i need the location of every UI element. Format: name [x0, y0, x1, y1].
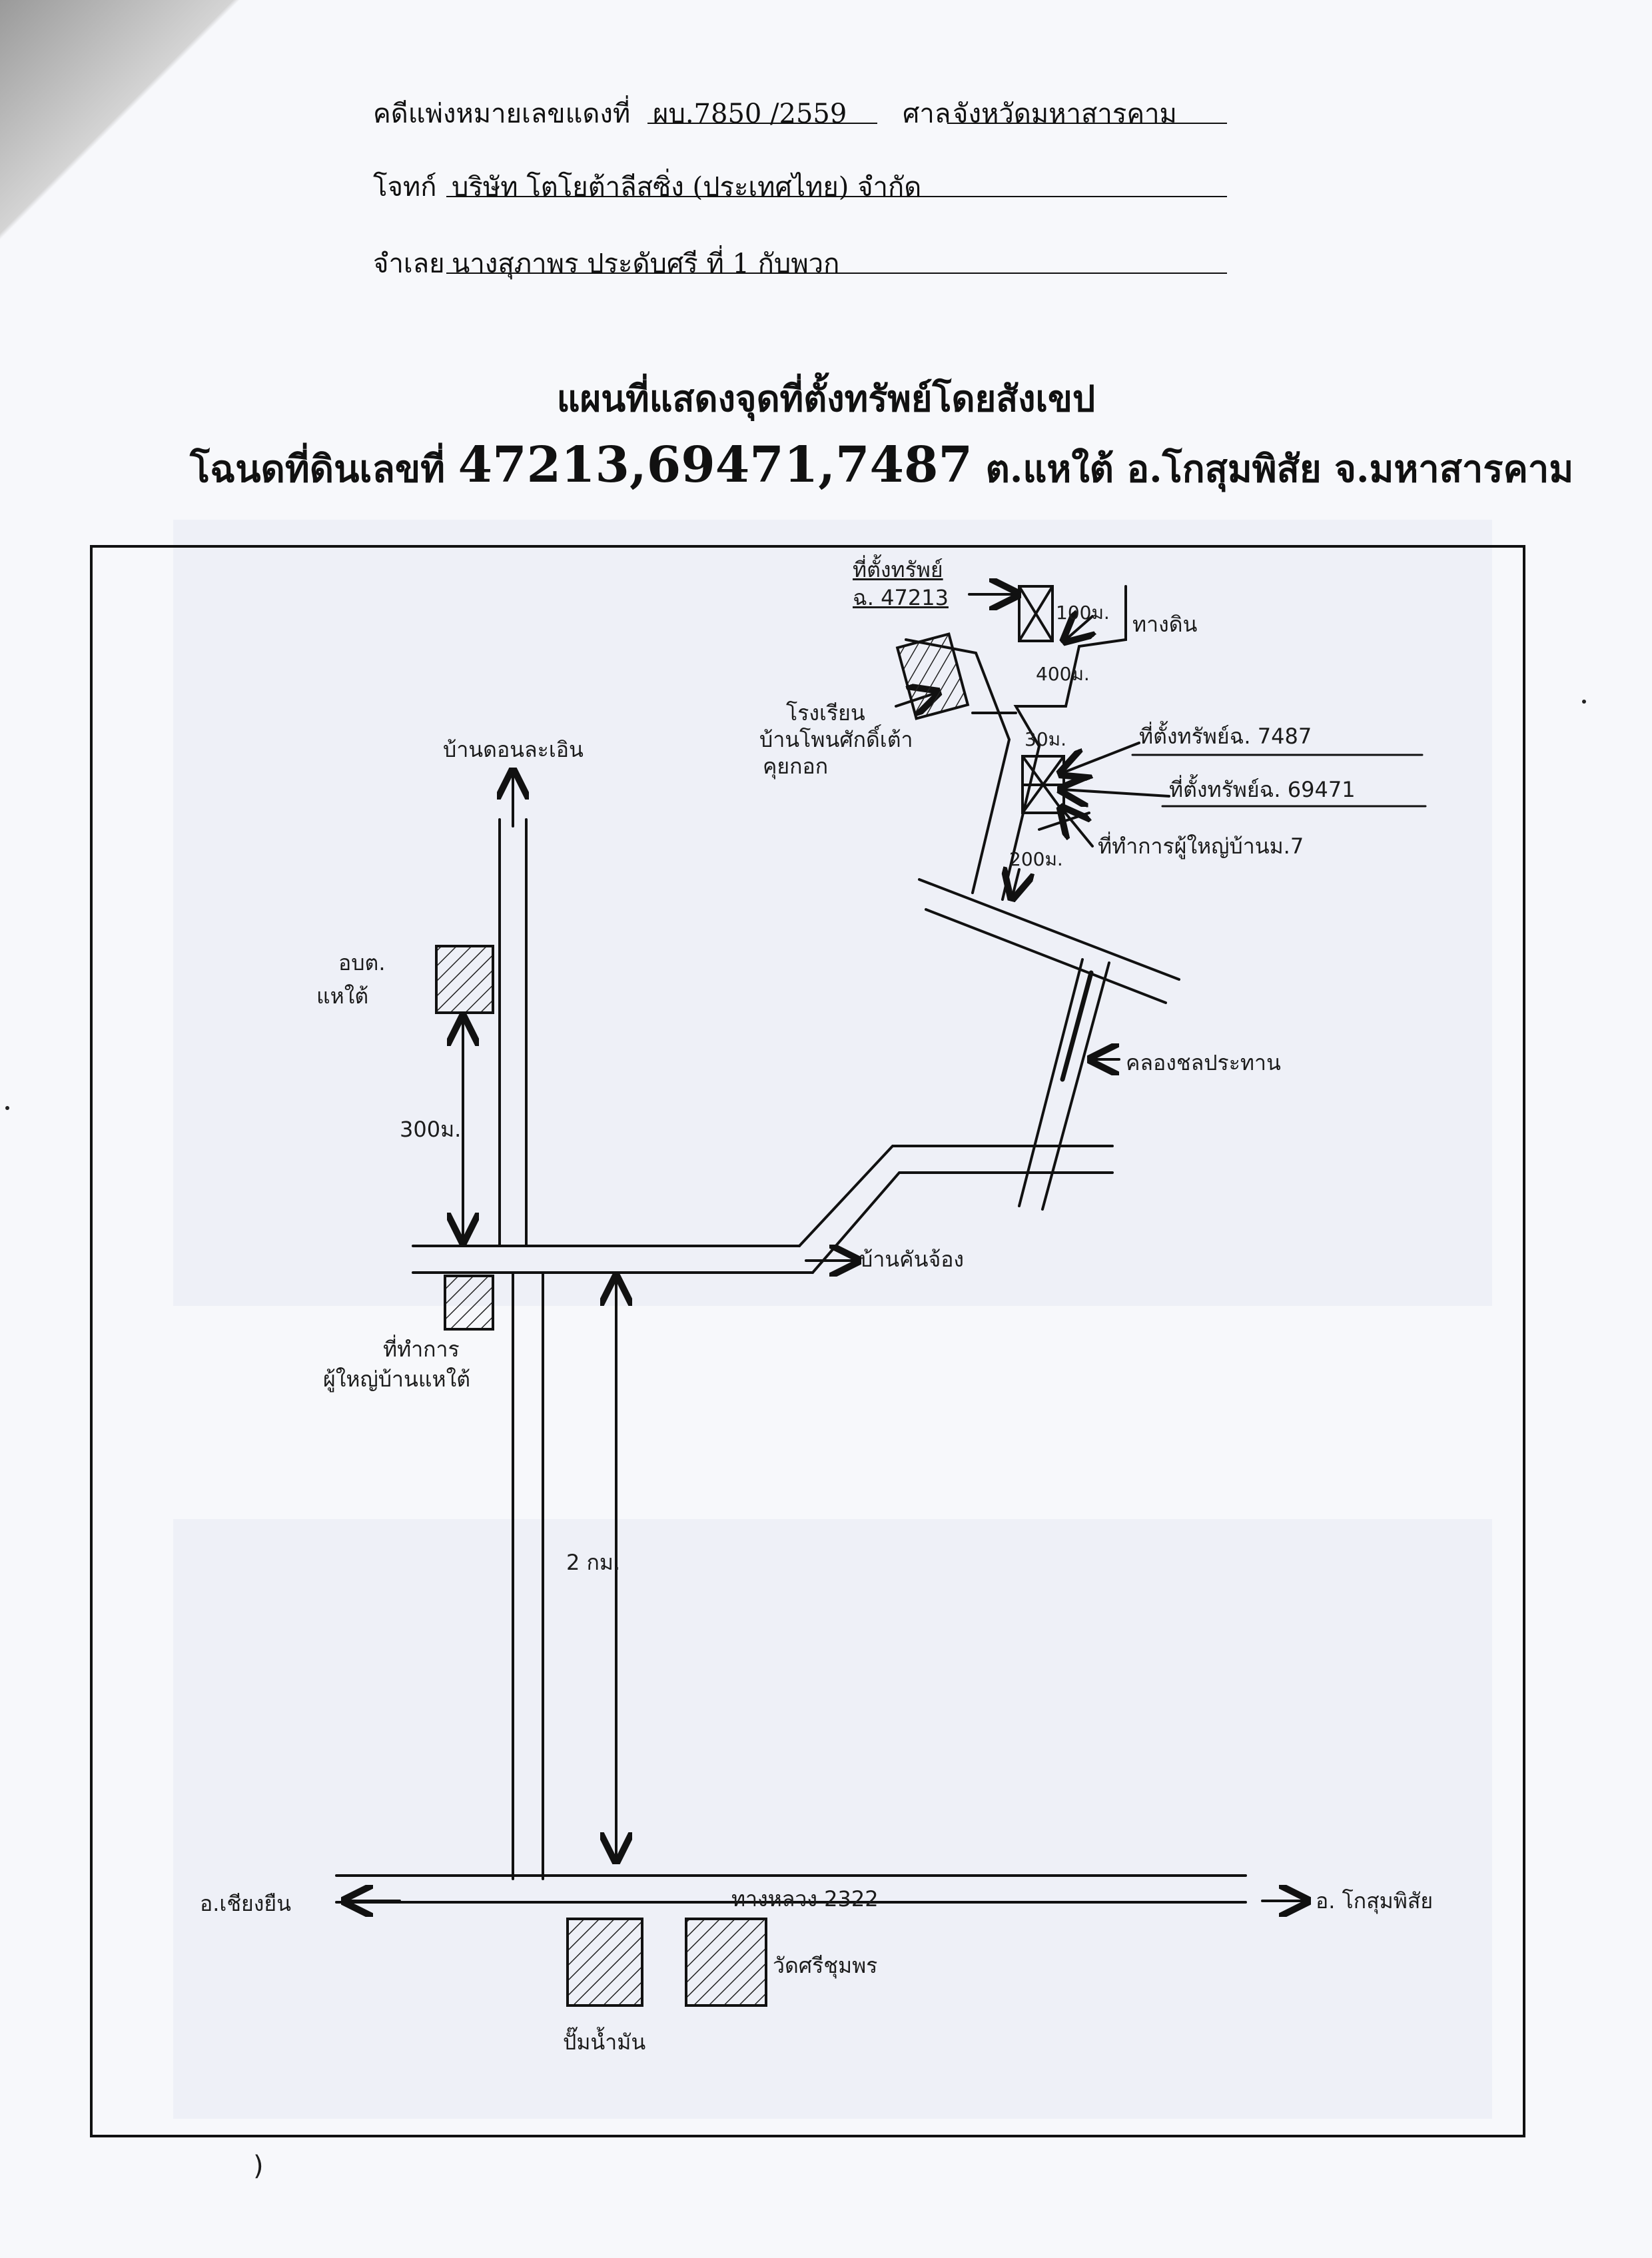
asset-47213-parcel: [1018, 585, 1054, 642]
folded-page-corner: [0, 0, 266, 400]
background-show-through: [173, 520, 1492, 1306]
label-30m: 30ม.: [1025, 728, 1066, 750]
pointer-200m: [1013, 869, 1019, 896]
headman-office-building: [444, 1275, 494, 1331]
deed-prefix: โฉนดที่ดินเลขที่: [190, 447, 446, 491]
label-300m: 300ม.: [400, 1117, 462, 1142]
canal-left: [1018, 958, 1084, 1207]
label-ban-don-la-en: บ้านดอนละเอิน: [443, 737, 584, 762]
plaintiff-line: โจทก์ บริษัท โตโยต้าลีสซิ่ง (ประเทศไทย) …: [373, 160, 1239, 203]
defendant-line: จำเลย นางสุภาพร ประดับศรี ที่ 1 กับพวก: [373, 237, 1239, 279]
label-sao-line1: อบต.: [338, 950, 386, 975]
case-number-label: คดีแพ่งหมายเลขแดงที่: [373, 99, 631, 129]
village-road-right: [1001, 585, 1127, 901]
label-asset-7487: ที่ตั้งทรัพย์ฉ. 7487: [1139, 724, 1312, 749]
pointer-100m: [1066, 616, 1092, 640]
label-asset-47213-line2: ฉ. 47213: [853, 585, 949, 610]
wat-building: [685, 1918, 767, 2007]
stray-mark-2: [5, 1106, 9, 1110]
label-headman-office-line1: ที่ทำการ: [383, 1337, 460, 1362]
court-value: จังหวัดมหาสารคาม: [953, 99, 1177, 129]
case-number-rule: [647, 123, 877, 124]
label-200m: 200ม.: [1009, 848, 1063, 870]
label-dirt-road: ทางดิน: [1132, 612, 1198, 637]
label-sao-line2: แหใต้: [316, 983, 369, 1009]
deed-location: ต.แหใต้ อ.โกสุมพิสัย จ.มหาสารคาม: [985, 447, 1574, 491]
diag-road-top: [918, 878, 1180, 981]
case-number-line: คดีแพ่งหมายเลขแดงที่ ผบ.7850 /2559 ศาล จ…: [373, 87, 1239, 129]
label-canal: คลองชลประทาน: [1126, 1050, 1281, 1075]
canal-center: [1060, 970, 1094, 1082]
asset-47213-cross-b: [1018, 585, 1054, 642]
deed-numbers: 47213,69471,7487: [458, 436, 973, 494]
label-asset-69471: ที่ตั้งทรัพย์ฉ. 69471: [1169, 777, 1356, 802]
label-gas-station: ปั๊มน้ำมัน: [563, 2029, 646, 2055]
pointer-7487: [1062, 742, 1140, 773]
label-school-line3: คุยกอก: [763, 754, 829, 779]
map-frame: [90, 545, 1525, 2137]
pointer-69471: [1062, 790, 1170, 796]
label-school-line2: บ้านโพนศักดิ์เต้า: [759, 727, 913, 752]
label-headman-office-line2: ผู้ใหญ่บ้านแหใต้: [323, 1367, 471, 1392]
label-highway-2322: ทางหลวง 2322: [731, 1886, 879, 1912]
case-number-value: ผบ.7850 /2559: [653, 99, 847, 129]
deed-line: โฉนดที่ดินเลขที่ 47213,69471,7487 ต.แหใต…: [190, 436, 1573, 498]
stray-mark: [1582, 700, 1586, 704]
label-asset-47213-line1: ที่ตั้งทรัพย์: [853, 557, 943, 582]
court-label: ศาล: [903, 99, 951, 129]
gas-station-building: [566, 1918, 643, 2007]
label-school-line1: โรงเรียน: [786, 700, 865, 726]
label-to-kosum: อ. โกสุมพิสัย: [1316, 1888, 1434, 1914]
map-title: แผนที่แสดงจุดที่ตั้งทรัพย์โดยสังเขป: [556, 377, 1096, 420]
label-wat: วัดศรีชุมพร: [773, 1953, 878, 1978]
road-ban-khan-chong-a: [798, 1145, 1114, 1247]
label-headman-office-m7: ที่ทำการผู้ใหญ่บ้านม.7: [1098, 834, 1304, 859]
defendant-value: นางสุภาพร ประดับศรี ที่ 1 กับพวก: [452, 249, 840, 279]
court-rule: [947, 123, 1227, 124]
label-ban-khan-chong: บ้านคันจ้อง: [859, 1247, 965, 1272]
plaintiff-value: บริษัท โตโยต้าลีสซิ่ง (ประเทศไทย) จำกัด: [452, 172, 922, 203]
label-400m: 400ม.: [1036, 663, 1090, 685]
canal-right: [1041, 961, 1110, 1211]
defendant-label: จำเลย: [373, 249, 445, 279]
village-road-branch2: [1038, 812, 1090, 831]
sao-building: [435, 945, 494, 1014]
school-building: [895, 632, 970, 720]
defendant-rule: [446, 273, 1227, 274]
plaintiff-rule: [446, 196, 1227, 197]
footer-mark: ): [253, 2151, 264, 2181]
plaintiff-label: โจทก์: [373, 172, 437, 203]
pointer-headman-m7: [1062, 810, 1094, 847]
diag-road-bottom: [925, 908, 1167, 1004]
label-2km: 2 กม.: [566, 1550, 621, 1575]
label-to-chiang-yuen: อ.เชียงยืน: [200, 1891, 292, 1916]
background-show-through-lower: [173, 1519, 1492, 2119]
label-100m: 100ม.: [1056, 602, 1110, 624]
road-ban-khan-chong-b: [811, 1171, 1114, 1274]
